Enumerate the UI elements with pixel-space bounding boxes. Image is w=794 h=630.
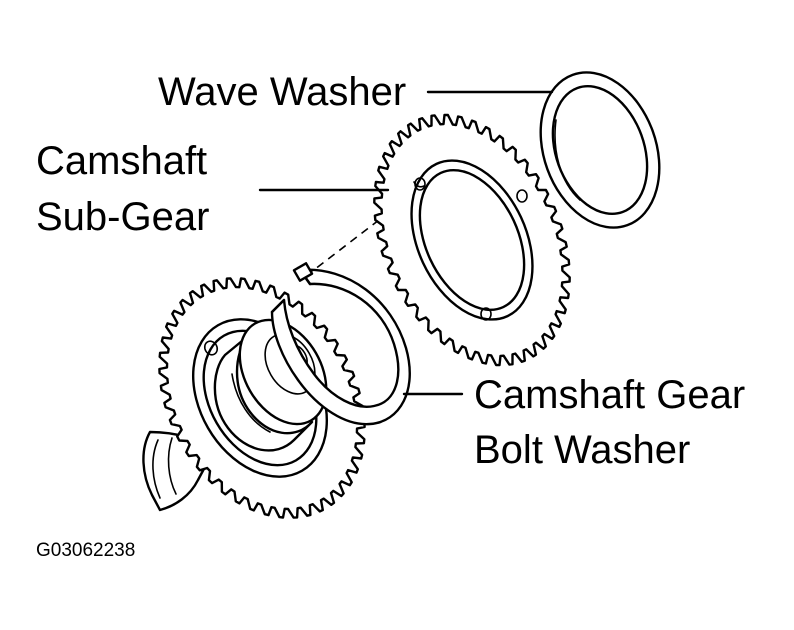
wave-washer	[539, 71, 661, 229]
label-camshaft-sub-gear-line2: Sub-Gear	[36, 195, 209, 239]
figure-code: G03062238	[36, 540, 135, 561]
label-camshaft-gear-bolt-washer-line2: Bolt Washer	[474, 428, 690, 472]
label-wave-washer: Wave Washer	[158, 70, 406, 114]
label-camshaft-gear-bolt-washer-line1: Camshaft Gear	[474, 373, 745, 417]
washer-tab	[292, 262, 314, 282]
label-camshaft-sub-gear-line1: Camshaft	[36, 139, 207, 183]
camshaft-sub-gear	[373, 113, 571, 367]
